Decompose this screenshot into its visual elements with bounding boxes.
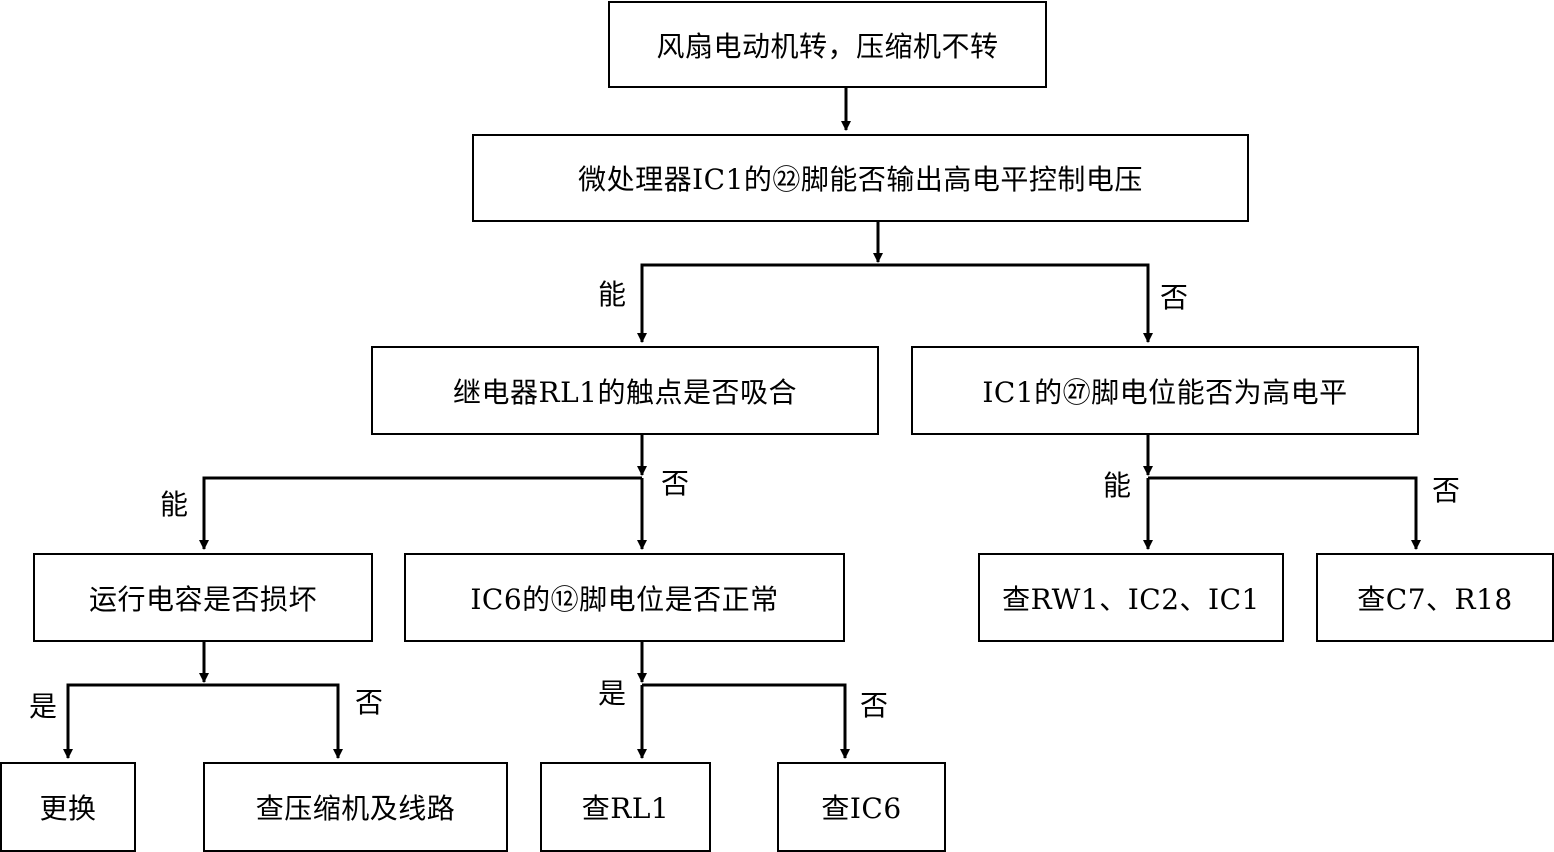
edge-capacitor-no-to-compressor — [204, 683, 343, 759]
label-ic6-no: 否 — [860, 689, 889, 722]
node-ic1-pin27: IC1的㉗脚电位能否为高电平 — [911, 346, 1419, 435]
node-check-ic6-text: 查IC6 — [821, 792, 902, 825]
node-ic1-pin22: 微处理器IC1的㉒脚能否输出高电平控制电压 — [472, 134, 1249, 222]
node-relay-contact: 继电器RL1的触点是否吸合 — [371, 346, 879, 435]
node-ic1-pin22-text: 微处理器IC1的㉒脚能否输出高电平控制电压 — [578, 163, 1143, 196]
node-check-compressor: 查压缩机及线路 — [203, 762, 508, 852]
edge-ic1pin27-no-to-c7 — [1148, 476, 1421, 550]
node-check-rl1-text: 查RL1 — [581, 792, 670, 825]
edge-ic6-no-to-checkic6 — [642, 683, 850, 759]
node-root-text: 风扇电动机转，压缩机不转 — [656, 29, 999, 63]
node-capacitor-text: 运行电容是否损坏 — [88, 582, 317, 616]
edge-capacitor-yes-to-replace — [63, 683, 204, 759]
label-capacitor-yes: 是 — [29, 690, 58, 723]
edge-branch-no-to-ic1pin27 — [878, 263, 1153, 343]
node-check-c7-text: 查C7、R18 — [1357, 582, 1513, 616]
node-capacitor: 运行电容是否损坏 — [33, 553, 373, 642]
node-replace: 更换 — [0, 762, 136, 852]
node-relay-contact-text: 继电器RL1的触点是否吸合 — [453, 375, 797, 409]
node-check-c7: 查C7、R18 — [1316, 553, 1554, 642]
label-relay-no: 否 — [661, 467, 690, 500]
edge-branch-yes-to-relay — [637, 263, 878, 343]
node-ic6-pin12-text: IC6的⑫脚电位是否正常 — [470, 582, 779, 616]
label-ic6-yes: 是 — [598, 677, 627, 710]
label-pin22-yes: 能 — [598, 278, 627, 311]
label-ic1pin27-yes: 能 — [1103, 469, 1132, 502]
label-pin22-no: 否 — [1160, 281, 1189, 314]
node-check-rw1-text: 查RW1、IC2、IC1 — [1002, 582, 1260, 616]
node-root: 风扇电动机转，压缩机不转 — [608, 1, 1047, 88]
label-relay-yes: 能 — [160, 488, 189, 521]
label-capacitor-no: 否 — [355, 686, 384, 719]
node-ic1-pin27-text: IC1的㉗脚电位能否为高电平 — [982, 375, 1348, 409]
node-check-compressor-text: 查压缩机及线路 — [255, 792, 456, 825]
edge-relay-yes-to-capacitor — [199, 476, 642, 550]
label-ic1pin27-no: 否 — [1432, 474, 1461, 507]
node-check-ic6: 查IC6 — [777, 762, 946, 852]
node-ic6-pin12: IC6的⑫脚电位是否正常 — [404, 553, 845, 642]
node-check-rl1: 查RL1 — [540, 762, 711, 852]
node-check-rw1: 查RW1、IC2、IC1 — [978, 553, 1284, 642]
node-replace-text: 更换 — [39, 792, 97, 825]
